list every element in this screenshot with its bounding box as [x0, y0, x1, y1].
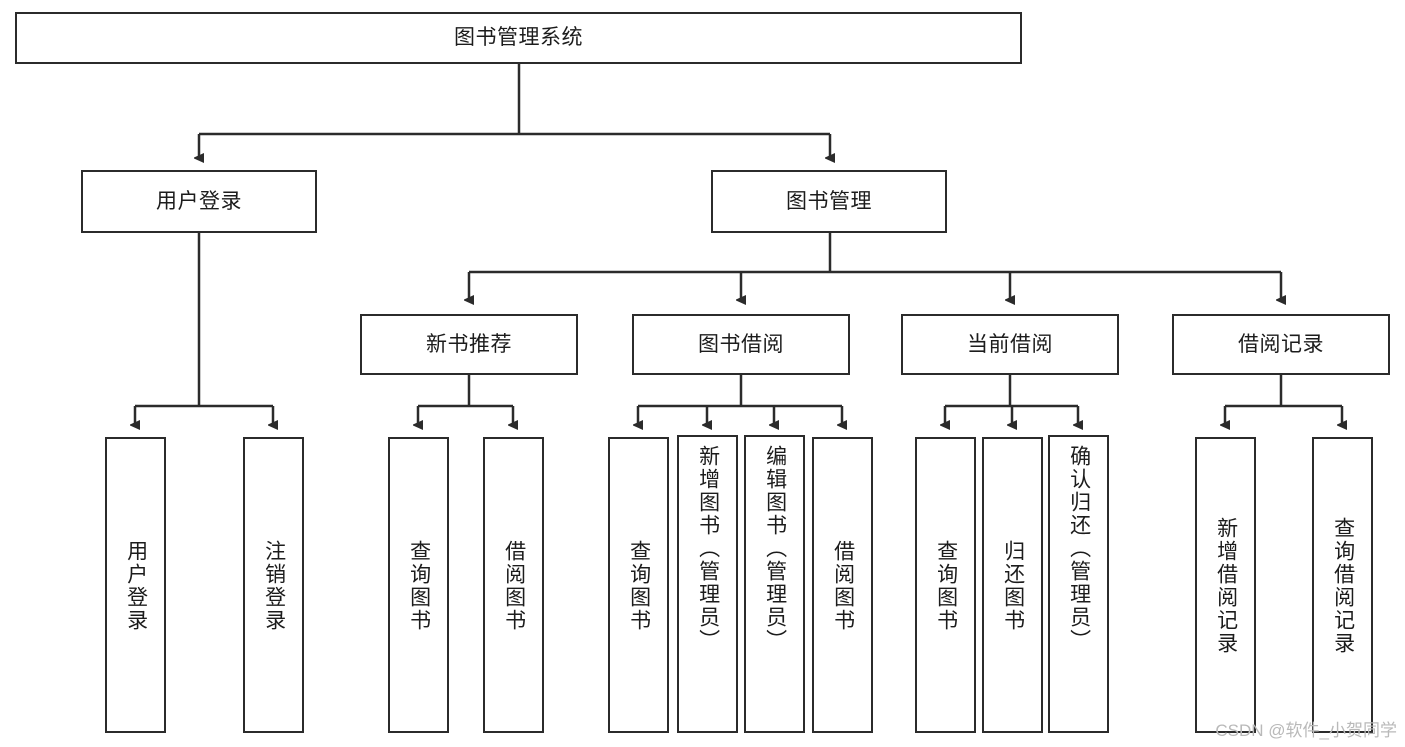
leaf-node-label: 用户登录: [124, 540, 148, 632]
edges-current-to-leaves: [945, 375, 1078, 425]
node-current-borrow[interactable]: 当前借阅: [901, 314, 1119, 375]
node-user-login[interactable]: 用户登录: [81, 170, 317, 233]
leaf-node[interactable]: 查询借阅记录: [1312, 437, 1373, 733]
node-root-system[interactable]: 图书管理系统: [15, 12, 1022, 64]
edges-newbooks-to-leaves: [418, 375, 513, 425]
leaf-node[interactable]: 注销登录: [243, 437, 304, 733]
leaf-node-label: 借阅图书: [502, 540, 526, 632]
leaf-node[interactable]: 借阅图书: [483, 437, 544, 733]
leaf-node[interactable]: 查询图书: [388, 437, 449, 733]
leaf-node[interactable]: 查询图书: [915, 437, 976, 733]
node-borrow-records-label: 借阅记录: [1238, 332, 1324, 356]
leaf-node[interactable]: 新增图书（管理员）: [677, 435, 738, 733]
leaf-node-label: 确认归还（管理员）: [1067, 445, 1091, 652]
leaf-node-label: 查询图书: [627, 540, 651, 632]
node-new-book-recommend-label: 新书推荐: [426, 332, 512, 356]
leaf-node-label: 归还图书: [1001, 540, 1025, 632]
leaf-node-label: 查询图书: [407, 540, 431, 632]
node-user-login-label: 用户登录: [156, 189, 242, 213]
leaf-node-label: 查询图书: [934, 540, 958, 632]
leaf-node-label: 借阅图书: [831, 540, 855, 632]
edges-login-to-leaves: [135, 233, 273, 425]
node-book-management[interactable]: 图书管理: [711, 170, 947, 233]
leaf-node-label: 注销登录: [262, 540, 286, 632]
node-root-label: 图书管理系统: [454, 26, 583, 50]
leaf-node[interactable]: 归还图书: [982, 437, 1043, 733]
leaf-node[interactable]: 用户登录: [105, 437, 166, 733]
leaf-node-label: 新增图书（管理员）: [696, 445, 720, 652]
leaf-node-label: 编辑图书（管理员）: [763, 445, 787, 652]
edges-root-to-level2: [199, 64, 830, 158]
edges-books-to-level3: [469, 233, 1281, 300]
leaf-node[interactable]: 新增借阅记录: [1195, 437, 1256, 733]
leaf-node-label: 查询借阅记录: [1331, 517, 1355, 655]
node-book-borrow[interactable]: 图书借阅: [632, 314, 850, 375]
leaf-node[interactable]: 编辑图书（管理员）: [744, 435, 805, 733]
leaf-node[interactable]: 查询图书: [608, 437, 669, 733]
node-current-borrow-label: 当前借阅: [967, 332, 1053, 356]
node-new-book-recommend[interactable]: 新书推荐: [360, 314, 578, 375]
node-book-management-label: 图书管理: [786, 189, 872, 213]
leaf-node[interactable]: 借阅图书: [812, 437, 873, 733]
leaf-node-label: 新增借阅记录: [1214, 517, 1238, 655]
node-book-borrow-label: 图书借阅: [698, 332, 784, 356]
edges-records-to-leaves: [1225, 375, 1342, 425]
node-borrow-records[interactable]: 借阅记录: [1172, 314, 1390, 375]
leaf-node[interactable]: 确认归还（管理员）: [1048, 435, 1109, 733]
edges-borrow-to-leaves: [638, 375, 842, 425]
